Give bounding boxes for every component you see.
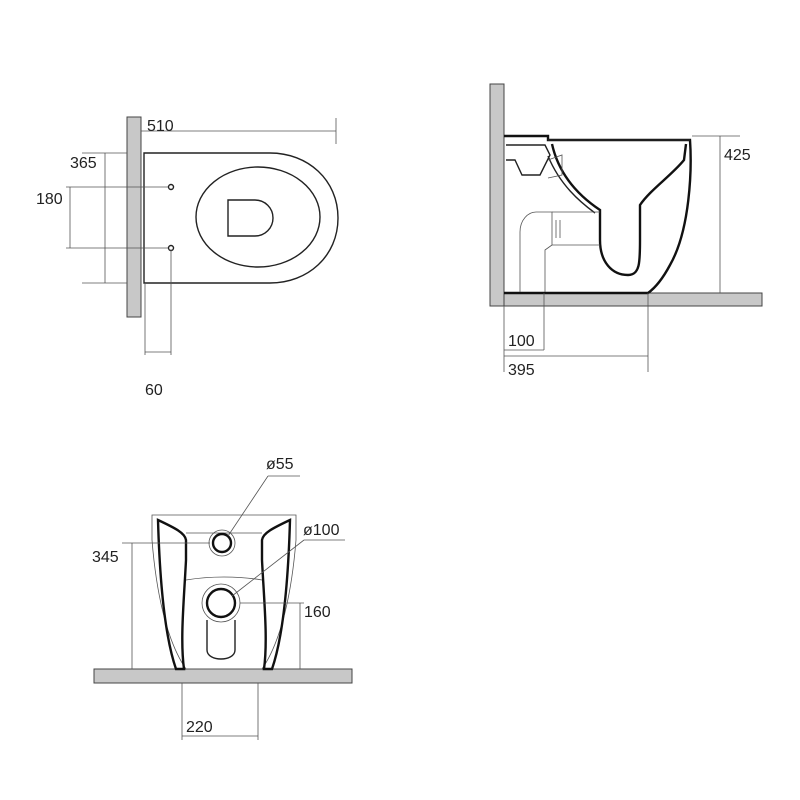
- dim-60-label: 60: [145, 382, 163, 399]
- dim-dia55-label: ø55: [266, 456, 294, 473]
- top-fixing-hole-upper: [167, 183, 175, 191]
- rear-outer-outline: [151, 514, 297, 670]
- dim-160-label: 160: [304, 604, 331, 621]
- top-bowl-outline: [143, 152, 339, 284]
- rear-shell-right: [260, 518, 292, 671]
- rear-view-floor: [93, 668, 353, 684]
- side-bowl-shell: [504, 134, 692, 295]
- side-flush-spud: [506, 144, 551, 176]
- dim-180-label: 180: [36, 191, 63, 208]
- dim-100-label: 100: [508, 333, 535, 350]
- dim-220-label: 220: [186, 719, 213, 736]
- rear-view: ø55 ø100 345 160 220: [92, 456, 353, 740]
- dim-425-label: 425: [724, 147, 751, 164]
- rear-waste-inner: [205, 587, 237, 619]
- side-waste-pipe: [519, 211, 553, 292]
- top-bowl-opening: [227, 199, 274, 237]
- top-view: 510 365 180 60: [36, 116, 339, 399]
- dim-345-label: 345: [92, 549, 119, 566]
- top-fixing-hole-lower: [167, 244, 175, 252]
- side-view: 425 100 395: [489, 83, 763, 379]
- rear-shell-left: [156, 518, 188, 671]
- dim-510-label: 510: [147, 118, 174, 135]
- top-seat-oval: [195, 166, 321, 268]
- dim-365-label: 365: [70, 155, 97, 172]
- top-view-wall: [126, 116, 142, 318]
- side-view-floor: [503, 292, 763, 307]
- dim-dia100-label: ø100: [303, 522, 340, 539]
- rear-supply-inner: [211, 532, 233, 554]
- side-bowl-interior: [550, 143, 688, 277]
- side-view-wall: [489, 83, 505, 307]
- dim-395-label: 395: [508, 362, 535, 379]
